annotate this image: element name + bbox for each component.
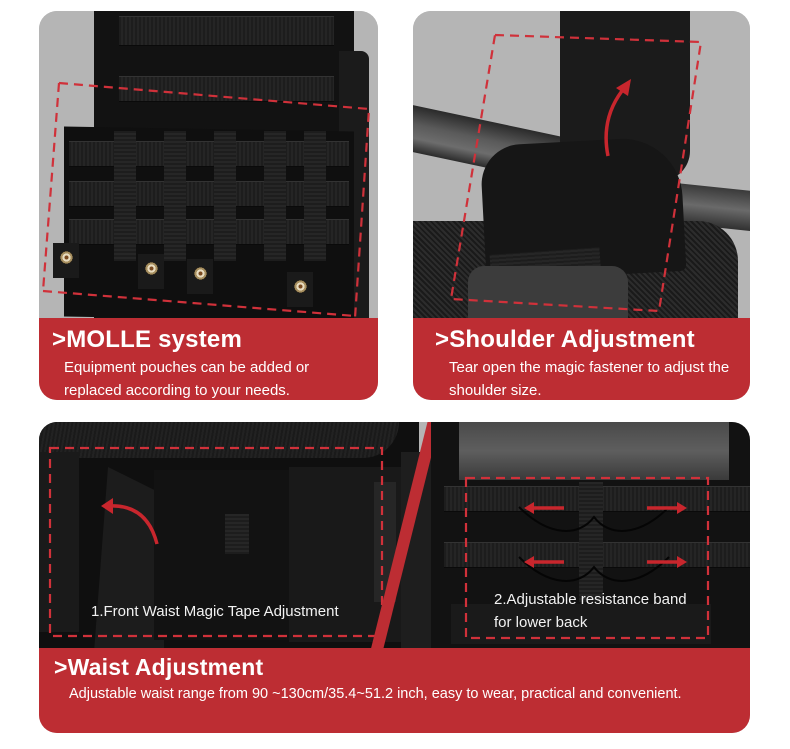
curved-left-arrow-icon: [101, 498, 159, 545]
front-waist-label: 1.Front Waist Magic Tape Adjustment: [91, 603, 339, 620]
snap-button-icon: [145, 262, 158, 275]
elastic-cord: [518, 506, 670, 582]
molle-description: Equipment pouches can be added or replac…: [64, 359, 310, 399]
dashed-highlight-frame: [41, 81, 371, 318]
shoulder-caption: >Shoulder Adjustment Tear open the magic…: [413, 318, 750, 400]
dashed-highlight-frame-front: [48, 446, 384, 638]
waist-photo: 1.Front Waist Magic Tape Adjustment 2.Ad…: [39, 422, 750, 648]
dashed-highlight-frame-back: [464, 476, 710, 640]
waist-title: >Waist Adjustment: [54, 654, 264, 680]
snap-button-icon: [60, 251, 73, 264]
left-arrow-icon: [524, 502, 564, 514]
waist-adjustment-card: 1.Front Waist Magic Tape Adjustment 2.Ad…: [39, 422, 750, 733]
lower-back-label-line2: for lower back: [494, 614, 588, 631]
snap-button-icon: [194, 267, 207, 280]
right-arrow-icon: [647, 502, 687, 514]
shoulder-description: Tear open the magic fastener to adjust t…: [449, 359, 730, 399]
molle-caption: >MOLLE system Equipment pouches can be a…: [39, 318, 378, 400]
snap-button-icon: [294, 280, 307, 293]
curved-up-arrow-icon: [604, 79, 631, 157]
right-arrow-icon: [647, 556, 687, 568]
molle-system-card: >MOLLE system Equipment pouches can be a…: [39, 11, 378, 400]
left-arrow-icon: [524, 556, 564, 568]
waist-description: Adjustable waist range from 90 ~130cm/35…: [69, 686, 682, 702]
shoulder-adjustment-card: >Shoulder Adjustment Tear open the magic…: [413, 11, 750, 400]
molle-vest-photo: [39, 11, 378, 318]
shoulder-title: >Shoulder Adjustment: [435, 326, 695, 353]
lower-back-label-line1: 2.Adjustable resistance band: [494, 591, 687, 608]
waist-caption: >Waist Adjustment Adjustable waist range…: [39, 648, 750, 733]
molle-title: >MOLLE system: [52, 326, 242, 353]
shoulder-strap-photo: [413, 11, 750, 318]
dashed-highlight-frame: [449, 33, 703, 313]
